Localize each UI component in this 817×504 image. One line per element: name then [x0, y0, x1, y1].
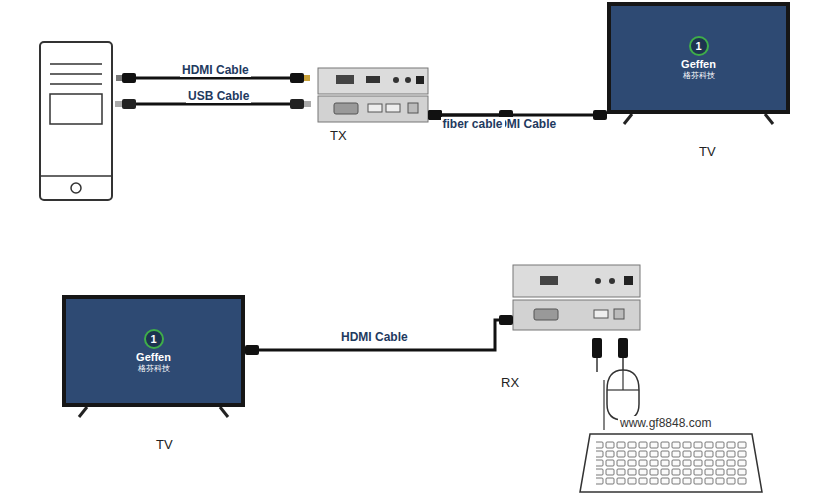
hdmi-cable	[245, 315, 513, 355]
logo-number: 1	[144, 329, 164, 349]
device-label: TV	[699, 144, 716, 159]
logo-number: 1	[689, 36, 709, 56]
cable-label: USB Cable	[186, 89, 251, 103]
tv-stand	[79, 407, 228, 417]
pc-tower	[40, 42, 112, 200]
extender-box: TX	[318, 68, 428, 122]
tv-screen: 1Geffen格芬科技TV	[62, 295, 245, 407]
tx-device	[318, 68, 428, 122]
mouse	[607, 370, 639, 420]
extender-box: RX	[513, 265, 640, 330]
watermark: www.gf8848.com	[618, 416, 713, 430]
device-label: RX	[501, 375, 519, 390]
cable-label: HDMI Cable	[339, 330, 410, 344]
brand-subtitle: 格芬科技	[138, 363, 170, 374]
brand-subtitle: 格芬科技	[683, 70, 715, 81]
brand-name: Geffen	[136, 351, 171, 363]
device-label: TV	[156, 437, 173, 452]
cable-label: fiber cable	[441, 117, 505, 131]
pc-cables	[115, 73, 311, 109]
tv-stand	[624, 114, 773, 124]
keyboard	[580, 434, 762, 492]
cable-label: HDMI Cable	[180, 63, 251, 77]
brand-name: Geffen	[681, 58, 716, 70]
device-label: TX	[330, 128, 347, 143]
tv-screen: 1Geffen格芬科技TV	[607, 2, 790, 114]
rx-device	[513, 265, 640, 330]
